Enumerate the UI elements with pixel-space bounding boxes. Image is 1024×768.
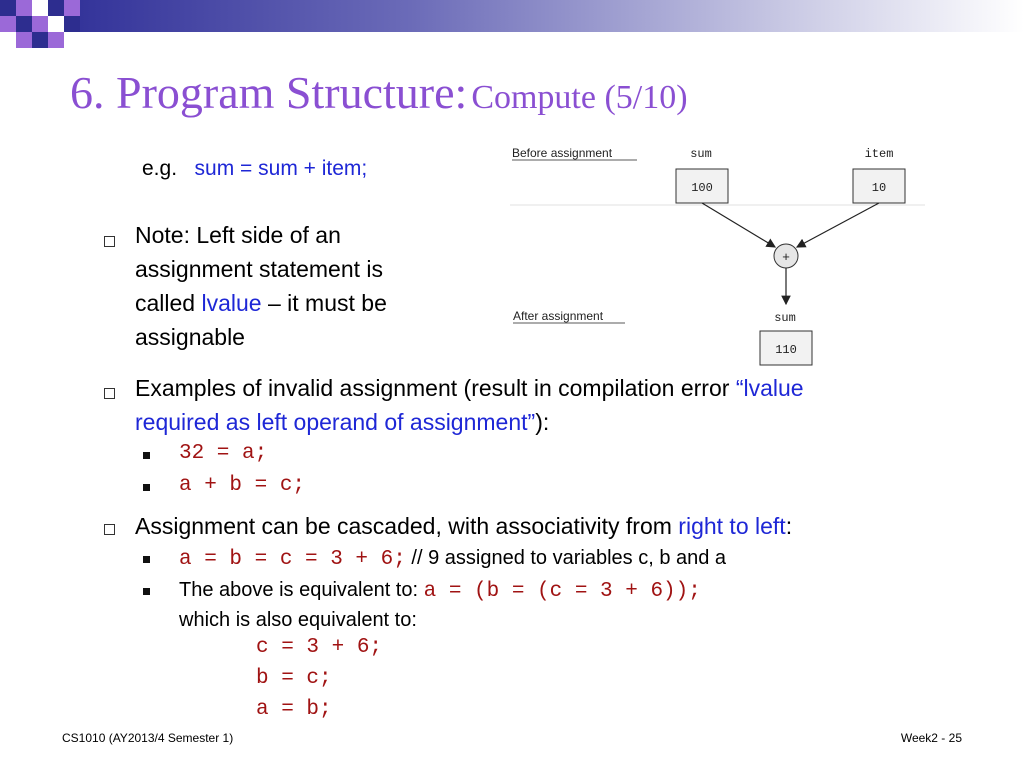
cascade-text: Assignment can be cascaded, with associa…	[135, 513, 679, 539]
invalid-example-2: a + b = c;	[179, 474, 306, 497]
cascade-text: :	[785, 513, 793, 539]
note-line-4: assignable	[135, 324, 245, 350]
invalid-text: ):	[535, 409, 550, 435]
invalid-text: Examples of invalid assignment (result i…	[135, 375, 736, 401]
footer-course: CS1010 (AY2013/4 Semester 1)	[62, 731, 234, 745]
also-equivalent-line: which is also equivalent to:	[179, 609, 417, 631]
item-value: 10	[872, 181, 886, 195]
error-message: required as left operand of assignment”	[135, 409, 536, 435]
arrow-sum-to-plus	[701, 202, 777, 248]
note-line-2: assignment statement is	[135, 256, 384, 282]
cascade-example: a = b = c = 3 + 6; // 9 assigned to vari…	[179, 542, 726, 576]
assignment-diagram: Before assignment sum item 100 10 + Afte…	[510, 146, 925, 366]
bullet-square-icon	[143, 484, 150, 491]
invalid-line-1: Examples of invalid assignment (result i…	[135, 371, 804, 405]
deco-square	[32, 16, 48, 32]
deco-square	[32, 32, 48, 48]
invalid-example-1: 32 = a;	[179, 442, 268, 465]
deco-square	[0, 0, 16, 16]
equivalent-text: The above is equivalent to:	[179, 579, 424, 601]
equivalent-code: a = (b = (c = 3 + 6));	[423, 580, 701, 603]
item-box	[852, 168, 906, 204]
title-main: 6. Program Structure:	[70, 67, 468, 118]
title-sub: Compute (5/10)	[471, 79, 688, 116]
bullet-square-icon	[143, 452, 150, 459]
example-code: sum = sum + item;	[194, 157, 368, 180]
header-gradient-bar	[80, 0, 1024, 32]
page-title: 6. Program Structure: Compute (5/10)	[70, 66, 688, 119]
equivalent-line: The above is equivalent to: a = (b = (c …	[179, 574, 701, 608]
cascade-code: a = b = c = 3 + 6;	[179, 548, 406, 571]
code-line-2: b = c;	[256, 667, 332, 690]
arrow-item-to-plus	[795, 202, 880, 248]
sum-after-box	[759, 330, 813, 366]
code-line-1: c = 3 + 6;	[256, 636, 383, 659]
invalid-line-2: required as left operand of assignment”)…	[135, 405, 549, 439]
cascade-line: Assignment can be cascaded, with associa…	[135, 509, 792, 543]
bullet-box-icon	[104, 524, 115, 535]
sum-before-box	[675, 168, 729, 204]
sum-after-var-label: sum	[774, 311, 796, 325]
deco-square	[64, 0, 80, 16]
bullet-square-icon	[143, 588, 150, 595]
sum-var-label: sum	[690, 147, 712, 161]
deco-square	[16, 32, 32, 48]
note-text: called	[135, 290, 202, 316]
item-var-label: item	[865, 147, 894, 161]
deco-square	[0, 16, 16, 32]
error-message: “lvalue	[735, 375, 804, 401]
header-decoration	[0, 0, 1024, 48]
deco-square	[48, 0, 64, 16]
note-text: – it must be	[261, 290, 387, 316]
bullet-box-icon	[104, 388, 115, 399]
note-line-1: Note: Left side of an	[135, 222, 341, 248]
deco-square	[48, 16, 64, 32]
plus-operator: +	[782, 249, 790, 264]
example-line: e.g. sum = sum + item;	[142, 152, 367, 186]
deco-square	[32, 0, 48, 16]
deco-square	[16, 16, 32, 32]
associativity-term: right to left	[678, 513, 786, 539]
cascade-comment: // 9 assigned to variables c, b and a	[411, 547, 727, 569]
footer-page-number: Week2 - 25	[900, 731, 962, 745]
lvalue-term: lvalue	[201, 290, 262, 316]
deco-square	[64, 16, 80, 32]
bullet-square-icon	[143, 556, 150, 563]
code-line-3: a = b;	[256, 698, 332, 721]
sum-after-value: 110	[775, 343, 797, 357]
sum-before-value: 100	[691, 181, 713, 195]
bullet-box-icon	[104, 236, 115, 247]
deco-square	[16, 0, 32, 16]
before-assignment-label: Before assignment	[512, 146, 613, 160]
note-line-3: called lvalue – it must be	[135, 286, 387, 320]
deco-square	[48, 32, 64, 48]
example-prefix: e.g.	[142, 157, 178, 180]
after-assignment-label: After assignment	[513, 309, 604, 323]
